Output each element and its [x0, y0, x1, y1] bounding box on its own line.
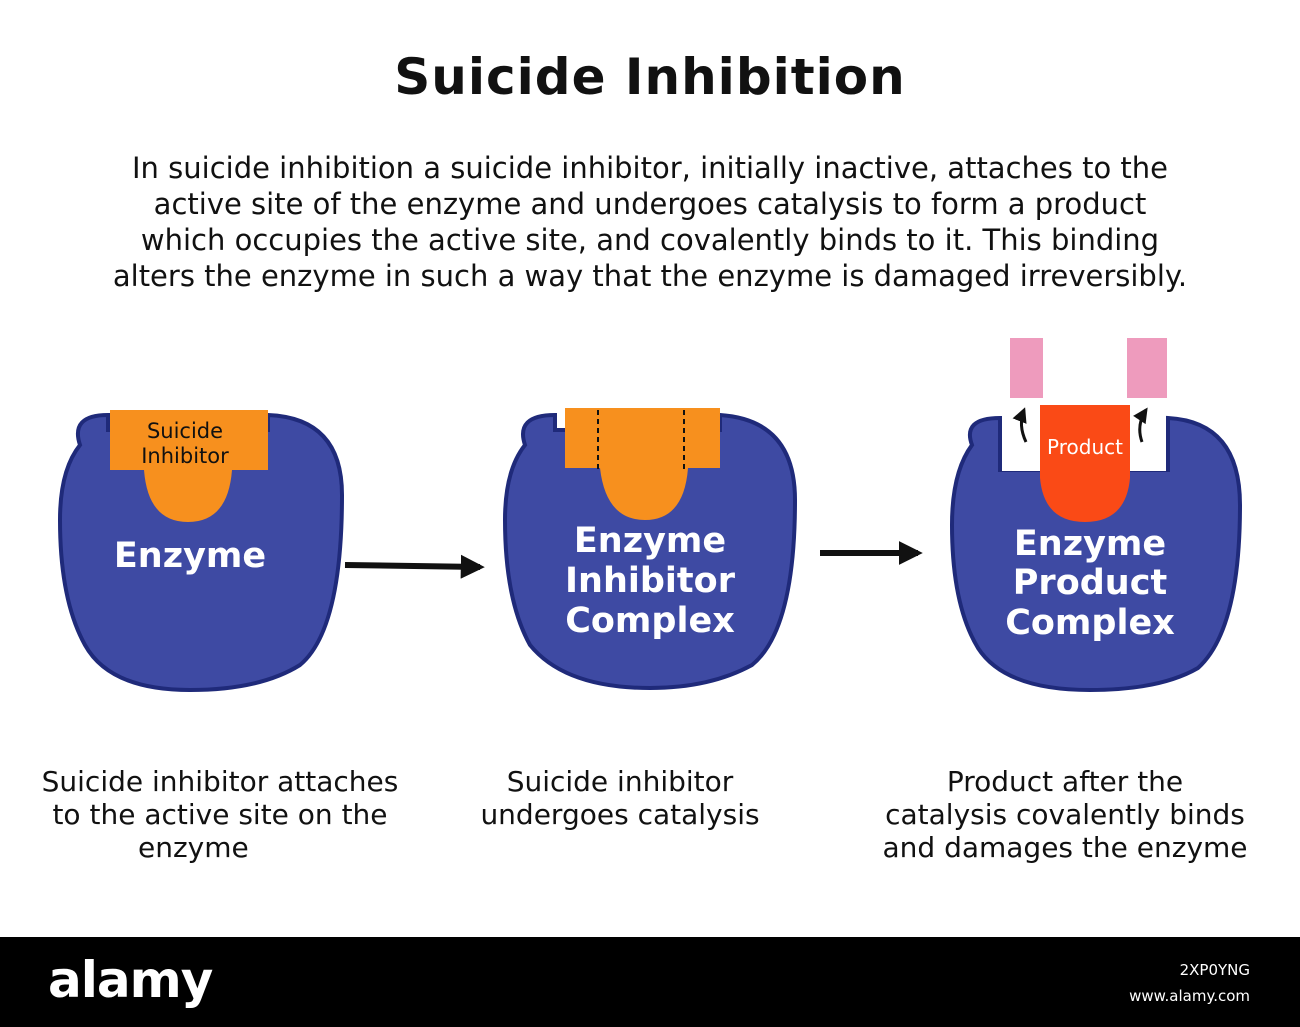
intro-line: In suicide inhibition a suicide inhibito…: [132, 151, 1168, 185]
suicide-inhibition-diagram: Suicide Inhibitor Enzyme Enzyme Inhibito…: [57, 338, 1243, 693]
product-block: [1040, 405, 1130, 522]
release-arrow-left: [1012, 407, 1028, 443]
suicide-inhibitor-block: [110, 410, 268, 522]
stage-3-caption: Product after the catalysis covalently b…: [860, 765, 1270, 864]
complex-label-line: Complex: [565, 601, 735, 641]
bound-inhibitor-block: [565, 408, 720, 520]
released-fragment-left: [1010, 338, 1043, 398]
enzyme-label: Enzyme: [114, 536, 266, 576]
product-label: Product: [1047, 435, 1123, 459]
complex-label-line: Product: [1013, 563, 1167, 603]
caption-line: Suicide inhibitor attaches: [41, 765, 399, 798]
caption-line: catalysis covalently binds: [885, 798, 1245, 831]
complex-label-line: Complex: [1005, 603, 1175, 643]
stage-1-enzyme-group: Suicide Inhibitor Enzyme: [57, 410, 345, 693]
caption-line: and damages the enzyme: [882, 831, 1248, 864]
caption-line: undergoes catalysis: [480, 798, 760, 831]
intro-line: alters the enzyme in such a way that the…: [112, 259, 1188, 293]
caption-line: enzyme: [138, 831, 249, 864]
footer-url: www.alamy.com: [1129, 987, 1250, 1005]
caption-line: to the active site on the: [52, 798, 388, 831]
inhibitor-label-line: Suicide: [147, 419, 223, 443]
complex-label-line: Inhibitor: [565, 561, 736, 601]
intro-paragraph: In suicide inhibition a suicide inhibito…: [40, 150, 1260, 294]
caption-line: Suicide inhibitor: [506, 765, 734, 798]
enzyme-2-body: [502, 412, 798, 691]
enzyme-3-body: [949, 415, 1243, 693]
stage-3-complex-group: Product Enzyme Product Complex: [949, 338, 1243, 693]
stage-1-caption: Suicide inhibitor attaches to the active…: [20, 765, 420, 864]
inhibitor-label-line: Inhibitor: [141, 444, 229, 468]
stage-2-complex-group: Enzyme Inhibitor Complex: [502, 408, 798, 691]
process-arrow-1: [344, 554, 485, 579]
stage-2-caption: Suicide inhibitor undergoes catalysis: [440, 765, 800, 831]
watermark-footer: alamy 2XP0YNG www.alamy.com: [0, 937, 1300, 1027]
page-title: Suicide Inhibition: [394, 48, 906, 106]
released-fragment-right: [1127, 338, 1167, 398]
intro-line: which occupies the active site, and cova…: [140, 223, 1160, 257]
complex-label-line: Enzyme: [1014, 524, 1166, 564]
alamy-logo: alamy: [48, 951, 213, 1009]
enzyme-1-body: [57, 412, 345, 693]
image-id: 2XP0YNG: [1179, 961, 1250, 979]
intro-line: active site of the enzyme and undergoes …: [153, 187, 1147, 221]
release-arrow-right: [1133, 407, 1148, 443]
complex-label-line: Enzyme: [574, 521, 726, 561]
caption-line: Product after the: [946, 765, 1184, 798]
